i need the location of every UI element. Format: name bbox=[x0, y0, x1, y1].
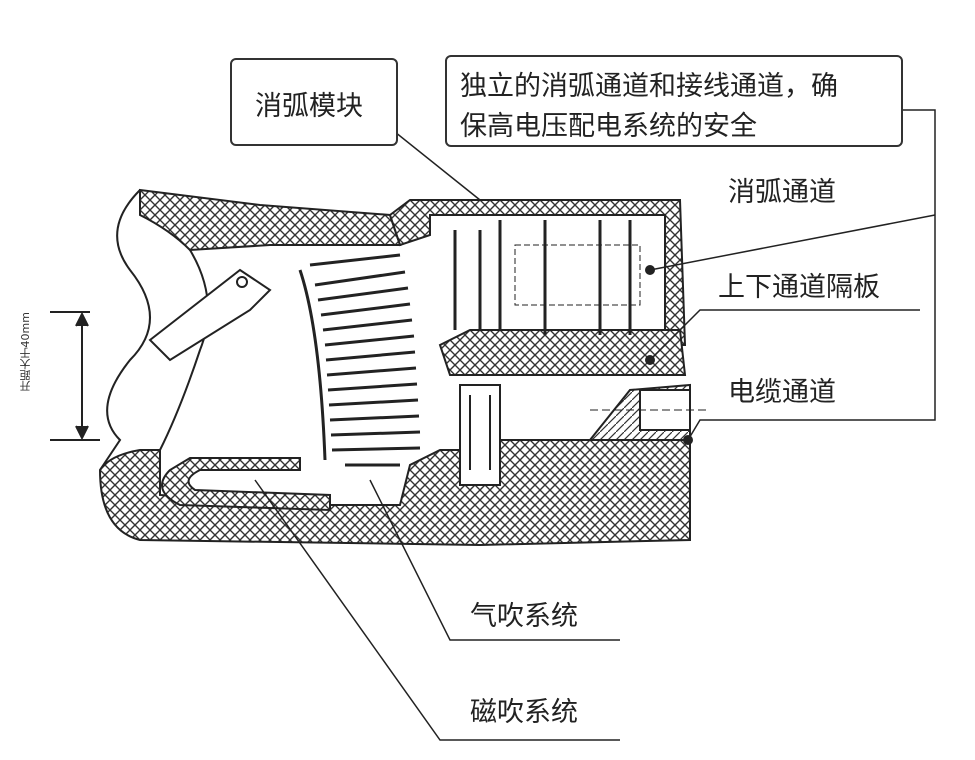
note-line-1: 独立的消弧通道和接线通道，确 bbox=[460, 71, 838, 102]
magnetic-blow-label: 磁吹系统 bbox=[470, 697, 578, 728]
partition-label: 上下通道隔板 bbox=[718, 272, 880, 303]
arc-channel-plates bbox=[453, 220, 632, 335]
arc-chute-plates bbox=[298, 253, 421, 467]
cable-channel-label: 电缆通道 bbox=[728, 377, 836, 408]
arc-channel-label: 消弧通道 bbox=[728, 177, 836, 208]
gap-dimension-label: 开距大于40mm bbox=[19, 312, 32, 392]
terminal-bolt bbox=[459, 384, 501, 486]
arc-module-label: 消弧模块 bbox=[255, 91, 363, 122]
note-line-2: 保高电压配电系统的安全 bbox=[460, 111, 757, 142]
note-callout bbox=[445, 55, 903, 147]
partition bbox=[438, 329, 687, 376]
arc-module-callout bbox=[230, 58, 398, 146]
housing-top bbox=[139, 188, 402, 252]
air-blow-label: 气吹系统 bbox=[470, 601, 578, 632]
